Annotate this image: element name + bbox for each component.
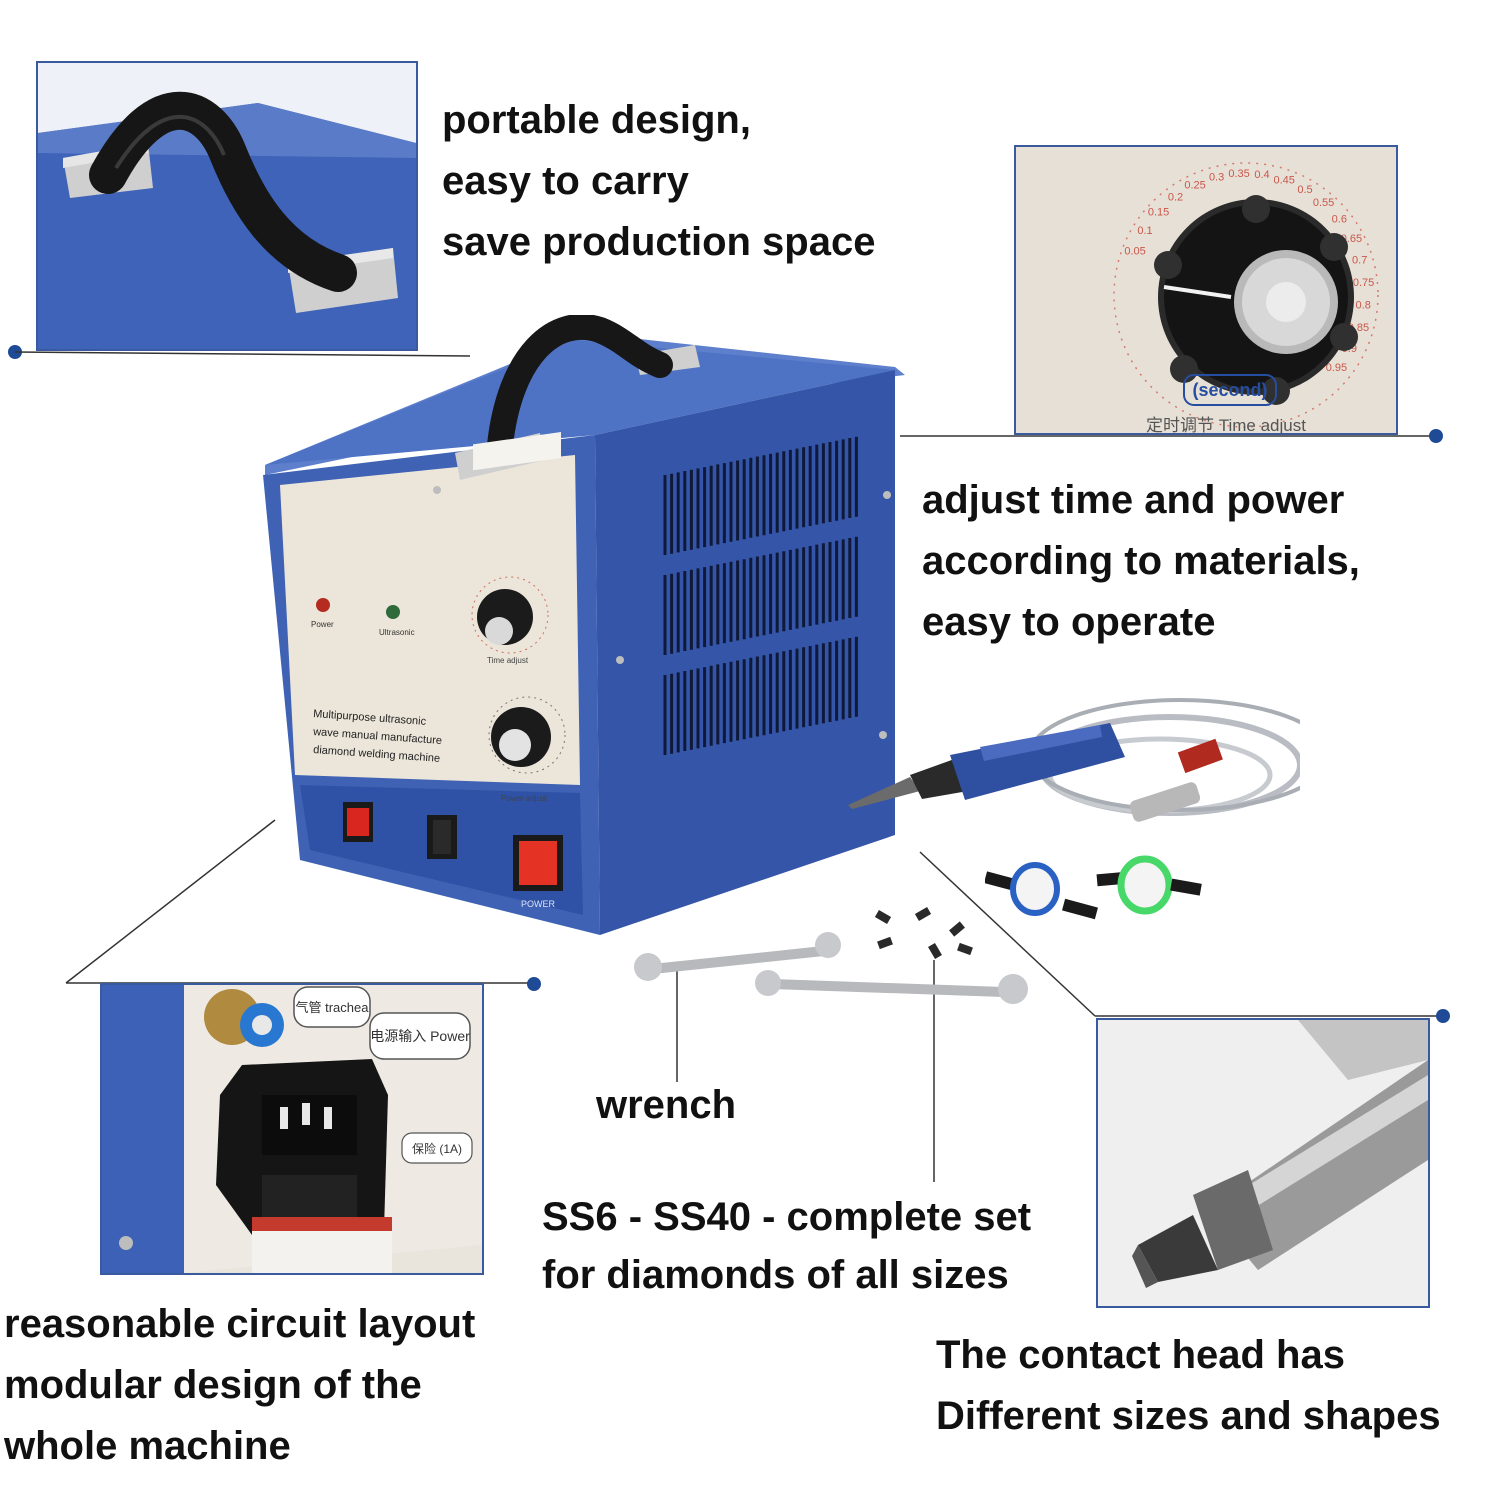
ultrasonic-led-label: Ultrasonic — [379, 628, 415, 637]
wrench-caption: wrench — [596, 1075, 736, 1136]
air-pipe-label: 气管 trachea — [296, 1000, 370, 1015]
handpiece-body — [950, 723, 1125, 800]
dial-scale-label: 0.3 — [1209, 172, 1224, 184]
back-panel-inset: 气管 trachea 电源输入 Power 保险 (1A) — [100, 983, 484, 1275]
back-panel-callout-dot — [527, 977, 541, 991]
dial-scale-label: 0.35 — [1228, 168, 1249, 180]
ultrasonic-led — [386, 605, 400, 619]
contact-head-inset — [1096, 1018, 1430, 1308]
handpiece-heads — [985, 855, 1202, 920]
back-panel-illustration: 气管 trachea 电源输入 Power 保险 (1A) — [102, 985, 482, 1273]
caption-line: modular design of the — [4, 1363, 422, 1407]
caption-line: Different sizes and shapes — [936, 1394, 1441, 1438]
caption-line: portable design, — [442, 98, 751, 142]
time-knob-label: Time adjust — [487, 656, 529, 665]
contact-head-callout-dot — [1436, 1009, 1450, 1023]
dial-scale-label: 0.15 — [1148, 207, 1169, 219]
power-knob-label: Power adjust — [501, 794, 548, 803]
machine-side-panel — [595, 370, 895, 935]
circuit-caption: reasonable circuit layout modular design… — [4, 1294, 475, 1477]
power-input-label: 电源输入 Power — [370, 1028, 470, 1044]
caption-line: for diamonds of all sizes — [542, 1253, 1009, 1297]
time-dial-illustration: 0.05 0.1 0.15 0.20.25 0.3 0.35 0.4 0.450.50.55 0… — [1016, 147, 1396, 433]
dial-scale-label: 0.7 — [1352, 254, 1367, 266]
dial-unit-label: (second) — [1192, 380, 1267, 400]
caption-line: SS6 - SS40 - complete set — [542, 1195, 1032, 1239]
caption-line: according to materials, — [922, 539, 1360, 583]
handle-inset — [36, 61, 418, 351]
caption-line: easy to carry — [442, 159, 689, 203]
dial-callout-dot — [1429, 429, 1443, 443]
dial-scale-label: 0.55 — [1313, 197, 1334, 209]
sizes-caption: SS6 - SS40 - complete set for diamonds o… — [542, 1188, 1031, 1304]
dial-scale-label: 0.05 — [1124, 246, 1145, 258]
power-switch-label: POWER — [521, 899, 556, 909]
adjust-caption: adjust time and power according to mater… — [922, 470, 1360, 653]
dial-scale-label: 0.8 — [1356, 300, 1371, 312]
dial-footer-label: 定时调节 Time adjust — [1146, 416, 1306, 433]
caption-line: reasonable circuit layout — [4, 1302, 476, 1346]
dial-scale-label: 0.6 — [1332, 214, 1347, 226]
dial-scale-label: 0.75 — [1353, 277, 1374, 289]
dial-scale-label: 0.2 — [1168, 191, 1183, 203]
dial-scale-label: 0.1 — [1137, 225, 1152, 237]
handle-illustration — [38, 63, 416, 349]
caption-line: adjust time and power — [922, 478, 1345, 522]
dial-scale-label: 0.25 — [1184, 180, 1205, 192]
portable-design-caption: portable design, easy to carry save prod… — [442, 90, 875, 273]
ultrasonic-handpiece — [848, 698, 1300, 822]
fuse-label: 保险 (1A) — [412, 1141, 462, 1156]
caption-line: The contact head has — [936, 1333, 1345, 1377]
dial-scale-label: 0.4 — [1254, 169, 1269, 181]
dial-scale: 0.05 0.1 0.15 0.20.25 0.3 0.35 0.4 0.450.50.55 0… — [1124, 168, 1374, 374]
caption-line: wrench — [596, 1083, 737, 1127]
contact-head-illustration — [1098, 1020, 1428, 1306]
caption-line: easy to operate — [922, 600, 1216, 644]
dial-scale-label: 0.45 — [1273, 174, 1294, 186]
contact-head-caption: The contact head has Different sizes and… — [936, 1325, 1441, 1447]
power-led-label: Power — [311, 620, 334, 629]
caption-line: save production space — [442, 220, 876, 264]
wrench-set — [634, 907, 1028, 1004]
front-panel — [280, 455, 580, 785]
vent-slots — [663, 436, 858, 755]
dial-scale-label: 0.5 — [1297, 184, 1312, 196]
welding-machine: Power Ultrasonic Time adjust Power adjus… — [263, 315, 905, 935]
power-led — [316, 598, 330, 612]
caption-line: whole machine — [4, 1424, 291, 1468]
dial-scale-label: 0.95 — [1326, 362, 1347, 374]
